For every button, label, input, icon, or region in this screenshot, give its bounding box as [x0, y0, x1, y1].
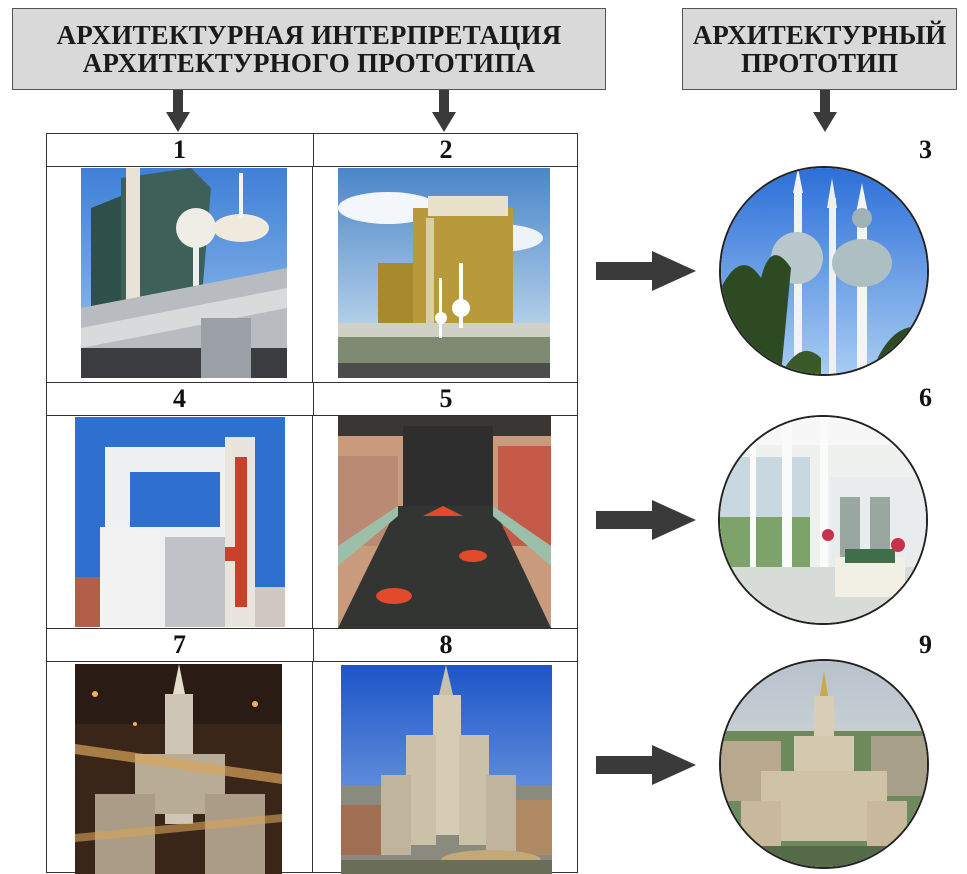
photo-interpretation-7	[75, 664, 282, 874]
cell-number-5: 5	[313, 383, 578, 415]
header-interpretation-line1: АРХИТЕКТУРНАЯ ИНТЕРПРЕТАЦИЯ	[56, 19, 562, 50]
header-interpretation: АРХИТЕКТУРНАЯ ИНТЕРПРЕТАЦИЯ АРХИТЕКТУРНО…	[12, 8, 606, 90]
arrow-right-icon	[596, 500, 696, 540]
number-row-3: 7 8	[47, 628, 577, 662]
photo-interpretation-5	[338, 416, 551, 628]
arrow-down-icon	[813, 90, 837, 132]
grid-divider	[312, 134, 313, 872]
arrow-down-icon	[166, 90, 190, 132]
number-row-2: 4 5	[47, 382, 577, 416]
photo-interpretation-2	[338, 168, 550, 378]
number-row-1: 1 2	[47, 133, 577, 167]
cell-number-1: 1	[173, 135, 186, 164]
cell-number-2: 2	[313, 134, 578, 166]
header-prototype: АРХИТЕКТУРНЫЙ ПРОТОТИП	[682, 8, 957, 90]
header-prototype-line1: АРХИТЕКТУРНЫЙ	[692, 19, 947, 50]
header-prototype-line2: ПРОТОТИП	[740, 48, 898, 78]
cell-number-4: 4	[173, 384, 186, 413]
prototype-number-9: 9	[919, 630, 932, 659]
prototype-photo-9	[719, 659, 929, 869]
photo-interpretation-8	[341, 665, 552, 874]
arrow-right-icon	[596, 745, 696, 785]
arrow-down-icon	[432, 90, 456, 132]
prototype-photo-6	[718, 415, 928, 625]
photo-interpretation-1	[81, 168, 287, 378]
prototype-number-3: 3	[919, 135, 932, 164]
arrow-right-icon	[596, 251, 696, 291]
cell-number-8: 8	[313, 629, 578, 661]
prototype-photo-3	[719, 166, 929, 376]
header-interpretation-line2: АРХИТЕКТУРНОГО ПРОТОТИПА	[82, 48, 536, 78]
interpretation-grid: 1 2 4 5 7 8	[46, 133, 578, 874]
photo-interpretation-4	[75, 417, 285, 627]
cell-number-7: 7	[173, 630, 186, 659]
prototype-number-6: 6	[919, 383, 932, 412]
